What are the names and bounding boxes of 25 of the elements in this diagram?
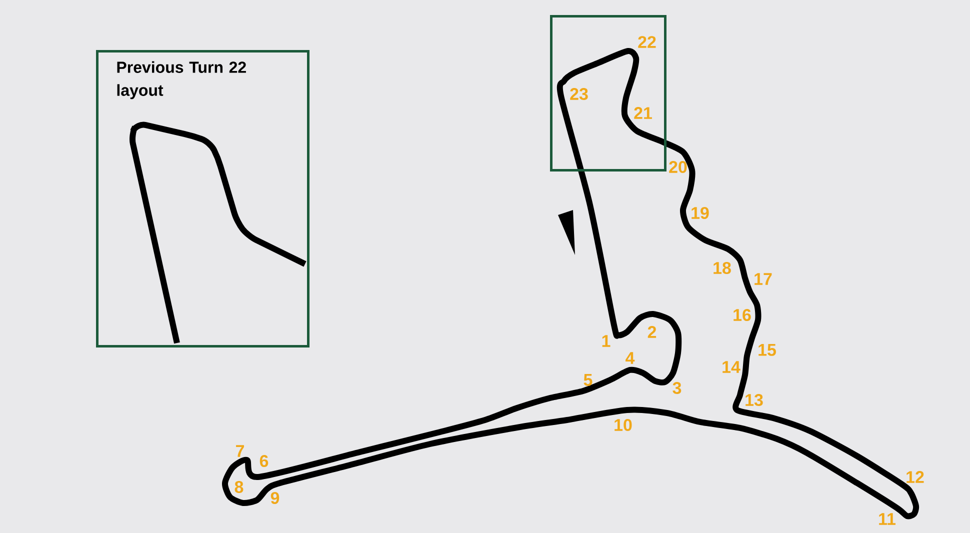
turn-number: 7 [236,445,244,457]
turn-number: 22 [638,36,656,48]
turn-number: 15 [758,344,776,356]
turn-number: 14 [722,361,740,373]
turn-number: 10 [614,418,632,432]
turn-number: 19 [692,206,709,220]
turn-number: 3 [672,382,682,394]
turn-number: 21 [634,107,652,119]
turn-number: 16 [734,308,751,322]
turn-number: 23 [570,88,588,100]
turn-number: 1 [602,335,610,347]
inset-heading: Previous Turn 22 layout [117,61,246,100]
turn-number: 13 [746,394,763,406]
turn-number: 5 [584,374,592,386]
turn-number: 18 [714,262,731,274]
turn-number: 8 [234,480,244,494]
turn-number: 17 [754,273,772,285]
turn-number: 2 [648,326,656,338]
highlight-box [550,15,666,172]
turn-number: 12 [906,471,924,483]
turn-number: 20 [669,160,687,174]
turn-number: 11 [879,513,896,525]
turn-number: 6 [260,454,268,468]
turn-number: 4 [626,352,635,364]
turn-number: 9 [270,492,280,504]
